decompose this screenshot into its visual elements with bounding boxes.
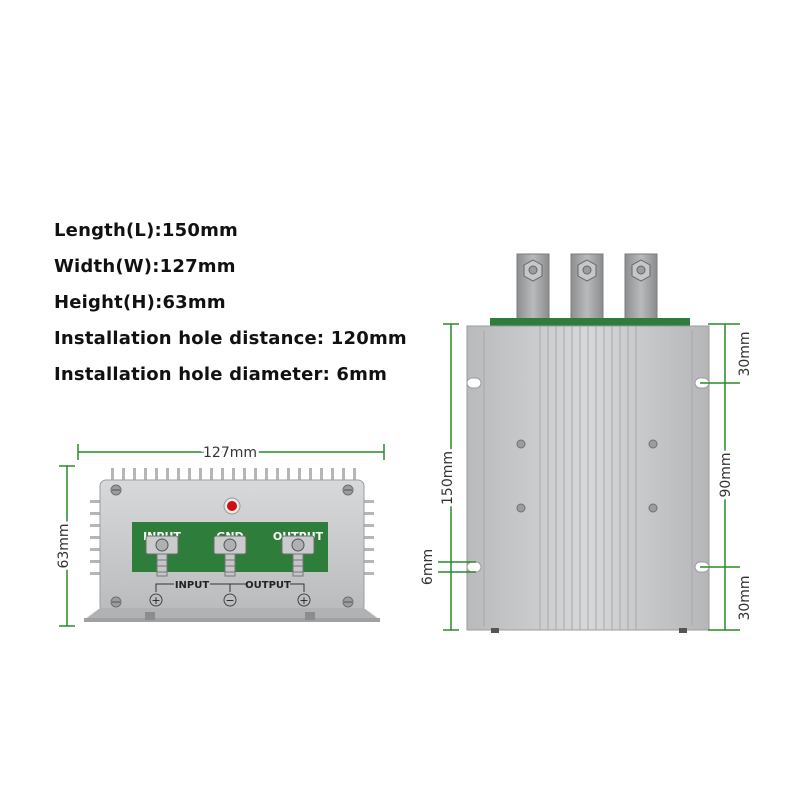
minus-icon [223, 593, 237, 607]
front-width-dimension [77, 444, 385, 460]
spec-width: Width(W):127mm [54, 256, 236, 277]
busbar [570, 253, 604, 327]
front-top-fins [111, 468, 356, 482]
screw-icon [342, 596, 354, 608]
busbar [624, 253, 658, 327]
spec-length: Length(L):150mm [54, 220, 239, 241]
screw-icon [648, 503, 658, 513]
case-ribs [483, 326, 693, 630]
hole-diameter-dimension [438, 561, 476, 573]
bottom-label-output: OUTPUT [245, 580, 291, 591]
front-flange-edge [84, 618, 380, 622]
screw-icon [342, 484, 354, 496]
length-dimension [443, 323, 459, 631]
front-height-label: 63mm [56, 523, 72, 568]
top-view [466, 253, 710, 633]
spec-height: Height(H):63mm [54, 292, 226, 313]
polarity-bracket [155, 583, 305, 592]
polarity-plus-left: + [151, 594, 160, 607]
plus-icon [297, 593, 311, 607]
front-height-dimension [59, 465, 75, 627]
polarity-minus: − [225, 594, 234, 607]
case-foot [491, 628, 499, 633]
screw-icon [110, 596, 122, 608]
terminal-post [281, 535, 315, 577]
bottom-label-input: INPUT [175, 580, 210, 591]
top-offset-label: 30mm [737, 331, 753, 376]
spec-hole-distance: Installation hole distance: 120mm [54, 328, 407, 349]
front-side-fins [90, 500, 374, 575]
hole-diameter-label: 6mm [420, 549, 436, 585]
terminal-post [145, 535, 179, 577]
top-pcb-strip [490, 318, 690, 328]
case-foot [679, 628, 687, 633]
right-dimension-chain [700, 323, 740, 631]
front-view: INPUT GND OUTPUT INPUT [84, 468, 380, 622]
screw-icon [516, 439, 526, 449]
front-foot [305, 612, 315, 620]
terminal-post [213, 535, 247, 577]
mounting-slot [466, 377, 482, 389]
front-width-label: 127mm [203, 445, 257, 461]
front-foot [145, 612, 155, 620]
plus-icon [149, 593, 163, 607]
indicator-led [227, 501, 237, 511]
screw-icon [516, 503, 526, 513]
spec-hole-diameter: Installation hole diameter: 6mm [54, 364, 388, 385]
screw-icon [110, 484, 122, 496]
length-label: 150mm [440, 451, 456, 505]
mounting-slot [466, 561, 482, 573]
busbar [516, 253, 550, 327]
screw-icon [648, 439, 658, 449]
hole-spacing-label: 90mm [718, 452, 734, 497]
polarity-plus-right: + [299, 594, 308, 607]
bottom-offset-label: 30mm [737, 575, 753, 620]
